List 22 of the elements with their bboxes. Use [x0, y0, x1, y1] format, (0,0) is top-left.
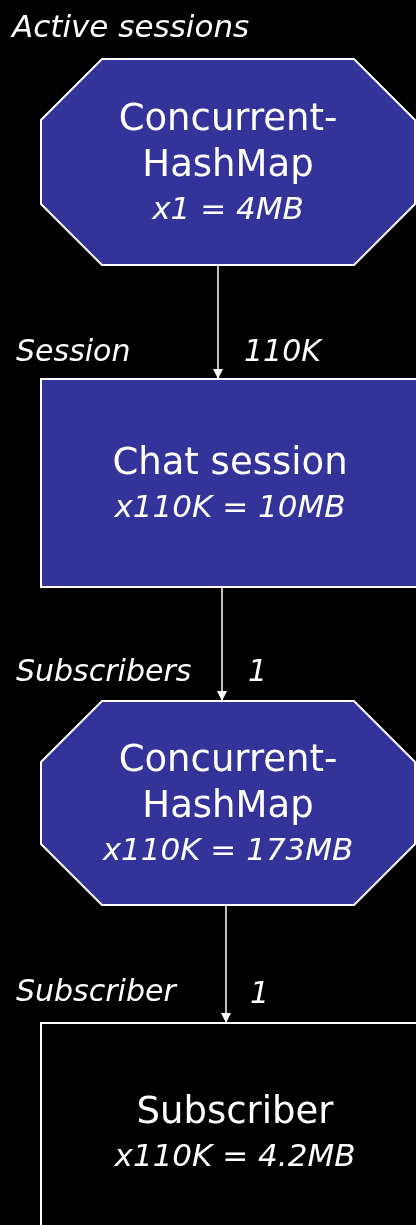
- memory-size: x110K = 4.2MB: [114, 1136, 356, 1175]
- memory-size: x110K = 10MB: [114, 487, 346, 526]
- arrow: [221, 905, 231, 1023]
- field-label: Subscriber: [16, 972, 176, 1010]
- arrow: [217, 587, 227, 701]
- process-box: [40, 1022, 416, 1225]
- octagon-node: [40, 58, 416, 266]
- node-title: Concurrent- HashMap: [117, 736, 339, 828]
- node-title: Subscriber: [136, 1088, 334, 1134]
- node-title: Chat session: [112, 439, 348, 485]
- field-label: Session: [16, 332, 131, 370]
- multiplicity-label: 1: [248, 652, 268, 690]
- arrow: [213, 265, 223, 379]
- memory-size: x1 = 4MB: [152, 189, 304, 228]
- octagon-node: [40, 700, 416, 906]
- field-label: Subscribers: [16, 652, 192, 690]
- multiplicity-label: 110K: [244, 332, 321, 370]
- multiplicity-label: 1: [250, 974, 270, 1012]
- node-title: Concurrent- HashMap: [117, 95, 339, 187]
- diagram-title: Active sessions: [12, 7, 250, 46]
- memory-size: x110K = 173MB: [102, 830, 354, 869]
- process-box: [40, 378, 416, 588]
